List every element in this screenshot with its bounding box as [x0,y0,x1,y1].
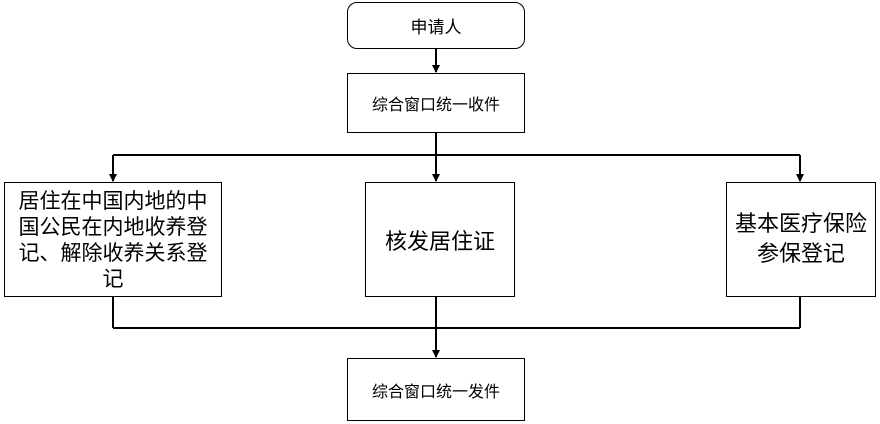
unified-issue-label: 综合窗口统一发件 [371,381,500,401]
applicant-label: 申请人 [410,18,462,38]
adoption-registration-label: 居住在中国内地的中国公民在内地收养登记、解除收养关系登记 [18,188,208,291]
residence-permit-node: 核发居住证 [365,182,515,297]
medical-insurance-node: 基本医疗保险参保登记 [726,182,876,297]
unified-receive-label: 综合窗口统一收件 [371,95,500,114]
adoption-registration-node: 居住在中国内地的中国公民在内地收养登记、解除收养关系登记 [4,182,222,297]
unified-issue-node: 综合窗口统一发件 [347,358,525,421]
applicant-node: 申请人 [347,2,525,49]
unified-receive-node: 综合窗口统一收件 [347,73,525,133]
medical-insurance-label: 基本医疗保险参保登记 [734,211,867,267]
residence-permit-label: 核发居住证 [384,229,495,255]
